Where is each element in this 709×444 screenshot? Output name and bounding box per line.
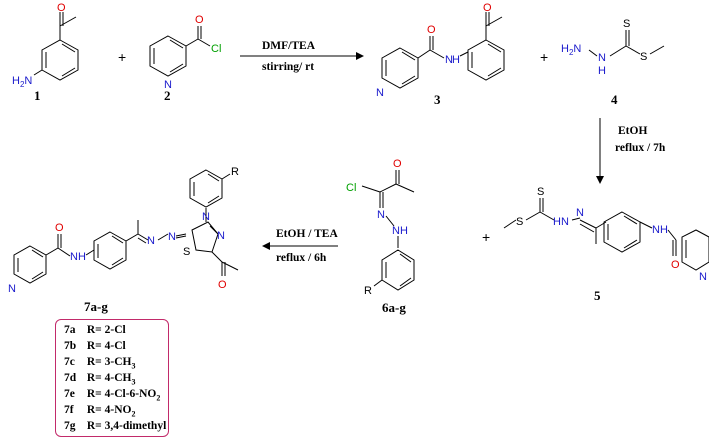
r-group-value: R= 4-CH [84, 372, 132, 384]
ketone-oxygen-label: O [393, 158, 402, 170]
compound-4: H2N N H S S 4 [561, 18, 665, 107]
r-group-subscript: 3 [131, 361, 136, 371]
hydrazine-h-label: H [598, 65, 606, 77]
r-group-code: 7g [64, 420, 76, 432]
r-substituent-label: R [231, 166, 239, 178]
terminal-amine-label: H2N [561, 43, 581, 57]
thiadiazole-sulfur-label: S [183, 246, 190, 258]
r-group-value: R= 2-Cl [84, 324, 126, 336]
r-group-value: R= 4-Cl [84, 340, 126, 352]
thioether-sulfur-label: S [516, 216, 523, 228]
step-3-condition: reflux / 6h [276, 252, 327, 264]
amine-label: H2N [12, 75, 32, 89]
compound-5-label: 5 [594, 288, 601, 303]
imine-nitrogen-label: N [377, 209, 385, 221]
amide-oxygen-label: O [55, 222, 64, 234]
ketone-oxygen-label: O [218, 279, 227, 291]
compound-1-label: 1 [34, 88, 41, 103]
compound-6-label: 6a-g [382, 300, 406, 315]
compound-3-label: 3 [434, 92, 441, 107]
step-2-condition: reflux / 7h [615, 142, 666, 154]
step-1-condition: stirring/ rt [262, 61, 314, 73]
r-group-value: R= 3,4-dimethyl [84, 420, 167, 432]
r-group-7f: 7f R= 4-NO2 [64, 404, 135, 418]
acyl-oxygen-label: O [195, 14, 204, 26]
r-group-7c: 7c R= 3-CH3 [64, 356, 135, 370]
step-3-reagent: EtOH / TEA [276, 228, 338, 240]
arrow-step-3: EtOH / TEA reflux / 6h [262, 228, 338, 264]
pyridine-nitrogen-label: N [8, 283, 16, 295]
compound-1: H2N O 1 [12, 2, 79, 103]
pyridine-nitrogen-label: N [164, 79, 172, 91]
amide-nitrogen-label: N [445, 54, 453, 66]
chlorine-label: Cl [211, 43, 221, 55]
compound-6: Cl O N NH R 6a-g [346, 158, 415, 315]
r-group-subscript: 3 [131, 377, 136, 387]
amide-hydrogen-label: H [452, 54, 460, 66]
compound-4-label: 4 [611, 92, 618, 107]
hydrazine-n-label: N [598, 52, 606, 64]
r-group-value: R= 4-Cl-6-NO [84, 388, 157, 400]
hydrazone-nh-label: NH [392, 225, 408, 237]
imine-nitrogen-label: N [147, 235, 155, 247]
r-group-code: 7c [64, 356, 75, 368]
r-group-code: 7d [64, 372, 77, 384]
compound-5: S S HN N NH O N 5 [503, 186, 709, 303]
pyridine-nitrogen-label: N [699, 271, 707, 283]
ketone-oxygen-label: O [483, 2, 492, 14]
hydrazone-nh-label: HN [553, 216, 569, 228]
r-group-code: 7b [64, 340, 77, 352]
imine-nitrogen-label: N [576, 207, 584, 219]
r-group-value: R= 3-CH [84, 356, 132, 368]
r-group-subscript: 2 [131, 409, 136, 419]
thiadiazole-n4-label: N [217, 230, 225, 242]
compound-2: N O Cl 2 [149, 14, 221, 103]
thioether-sulfur-label: S [640, 51, 647, 63]
arrow-step-2: EtOH reflux / 7h [596, 118, 666, 184]
r-group-7a: 7a R= 2-Cl [64, 324, 126, 336]
r-group-subscript: 2 [156, 393, 161, 403]
amide-oxygen-label: O [427, 24, 436, 36]
azine-nitrogen-label: N [168, 231, 176, 243]
compound-2-label: 2 [164, 88, 171, 103]
step-1-reagent: DMF/TEA [262, 40, 316, 52]
compound-3: N O N H O 3 [376, 2, 505, 107]
r-group-7e: 7e R= 4-Cl-6-NO2 [64, 388, 160, 402]
plus-sign-2: + [540, 49, 548, 65]
amide-oxygen-label: O [671, 259, 680, 271]
r-group-7d: 7d R= 4-CH3 [64, 372, 135, 386]
step-2-reagent: EtOH [618, 125, 647, 137]
r-substituent-label: R [364, 285, 372, 297]
pyridine-nitrogen-label: N [376, 87, 384, 99]
r-group-7g: 7g R= 3,4-dimethyl [64, 420, 166, 432]
compound-7-label: 7a-g [84, 299, 108, 314]
plus-sign-1: + [118, 49, 126, 65]
chlorine-label: Cl [346, 182, 356, 194]
r-group-code: 7e [64, 388, 75, 400]
thione-sulfur-label: S [537, 186, 544, 198]
r-group-code: 7f [64, 404, 74, 416]
amide-nh-label: NH [652, 224, 668, 236]
r-group-7b: 7b R= 4-Cl [64, 340, 126, 352]
r-group-value: R= 4-NO [84, 404, 132, 416]
ketone-oxygen-label: O [57, 2, 66, 14]
thione-sulfur-label: S [623, 18, 630, 30]
thiadiazole-n3-label: N [202, 211, 210, 223]
arrow-step-1: DMF/TEA stirring/ rt [240, 40, 364, 73]
amide-nh-label: NH [70, 251, 86, 263]
plus-sign-3: + [482, 229, 490, 245]
compound-7: N O NH N N N N S O R 7a-g [8, 166, 239, 314]
r-group-code: 7a [64, 324, 76, 336]
